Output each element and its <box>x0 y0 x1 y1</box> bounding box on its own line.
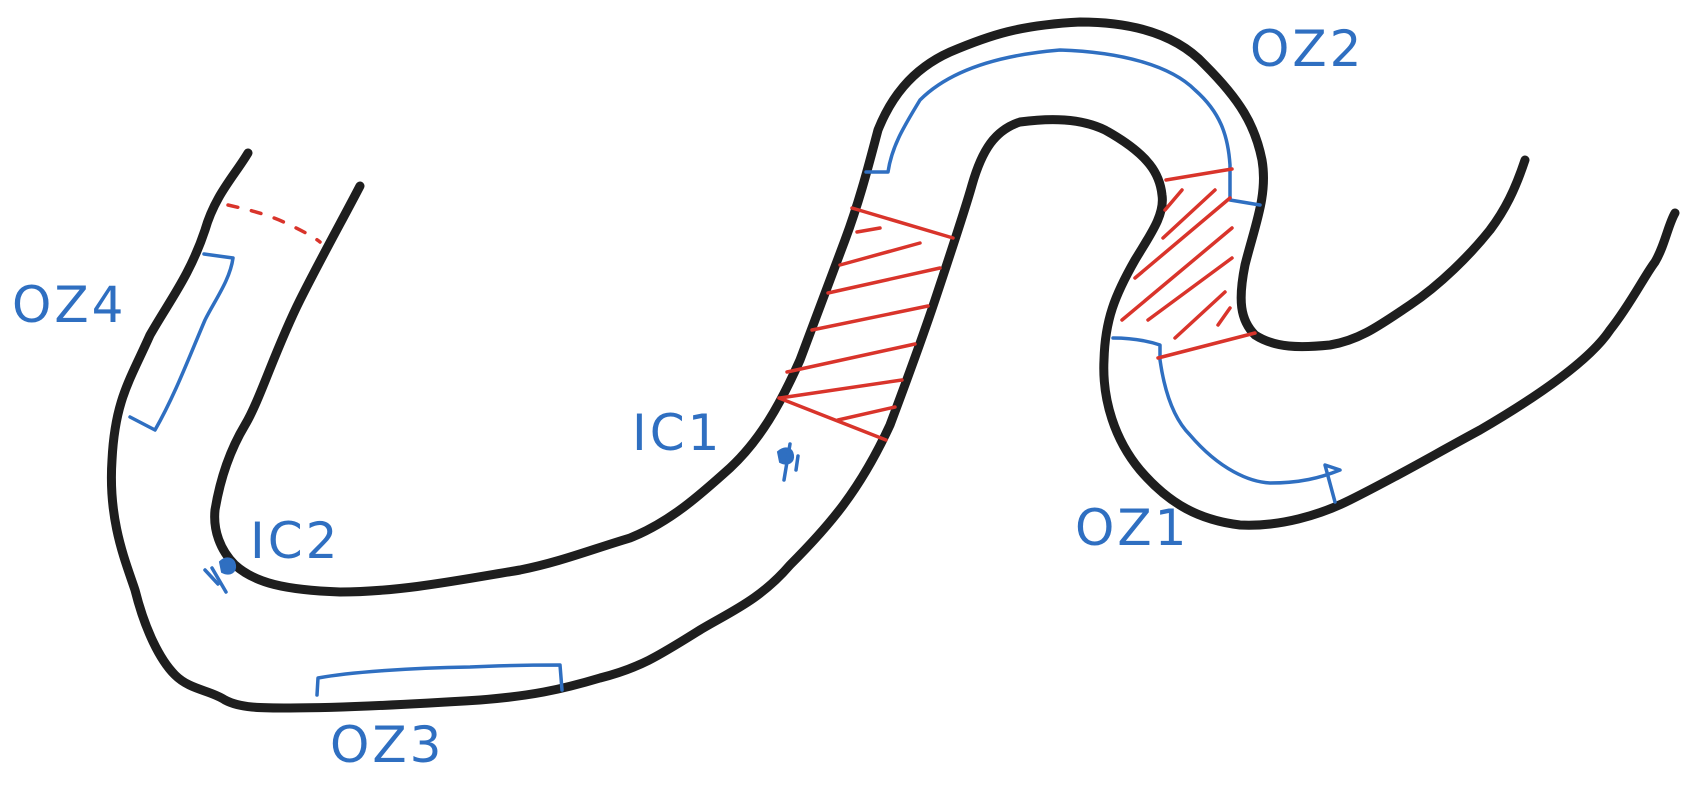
oz3-zone <box>315 663 564 697</box>
oz2-hatch-zone <box>1120 167 1257 360</box>
oz4-zone <box>128 252 235 432</box>
oz4-dashed-line <box>226 203 322 244</box>
track-outer-edge <box>106 115 1680 713</box>
ic2-marker <box>203 557 237 594</box>
oz1-zone <box>1111 336 1342 504</box>
label-oz3: OZ3 <box>330 716 444 774</box>
label-oz2: OZ2 <box>1250 20 1364 78</box>
label-ic1: IC1 <box>632 404 722 462</box>
track-inner-edge <box>210 17 1530 597</box>
label-oz1: OZ1 <box>1075 499 1189 557</box>
oz2-zone <box>864 48 1262 207</box>
camera-icon <box>218 557 237 575</box>
label-oz4: OZ4 <box>12 276 126 334</box>
ic1-hatch-zone <box>777 206 955 442</box>
ic1-marker <box>776 442 800 482</box>
label-ic2: IC2 <box>250 512 340 570</box>
